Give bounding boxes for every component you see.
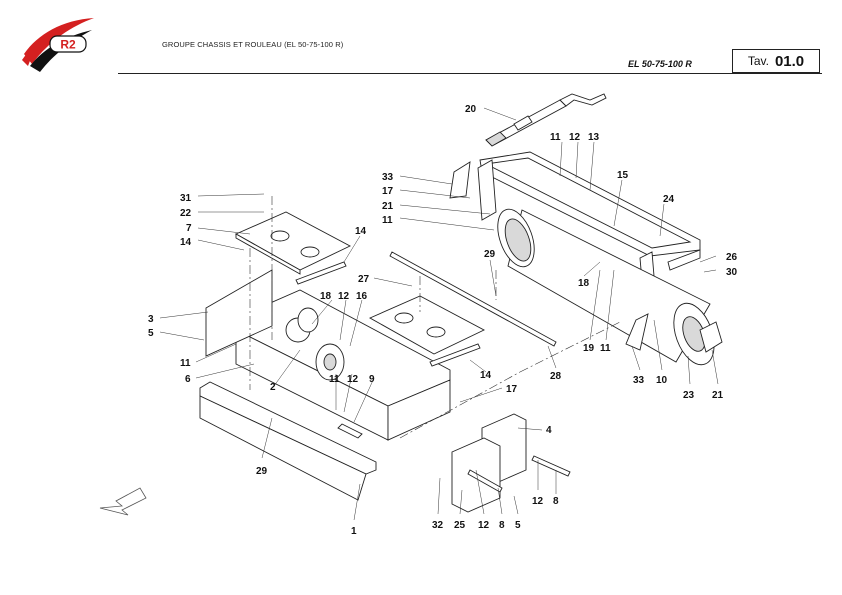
callout: 29 [484, 249, 496, 260]
callout: 32 [432, 520, 444, 531]
chassis-frame [205, 269, 451, 441]
callout: 15 [617, 170, 629, 181]
callout: 31 [180, 193, 192, 204]
upper-plate [234, 211, 351, 275]
callout: 14 [355, 226, 367, 237]
callout: 11 [180, 358, 191, 369]
roller-drum [497, 208, 723, 366]
header-rule [118, 73, 822, 74]
callout: 20 [465, 104, 477, 115]
callout: 19 [583, 343, 595, 354]
callout: 26 [726, 252, 738, 263]
callout-labels: 20 11 12 13 33 17 21 11 15 24 31 22 7 14… [148, 104, 738, 537]
leader-lines [159, 107, 719, 521]
roller-frame [477, 151, 701, 305]
model-label: EL 50-75-100 R [628, 59, 692, 69]
plate-label: Tav. [747, 54, 769, 68]
callout: 27 [358, 274, 370, 285]
callout: 4 [546, 425, 552, 436]
callout: 2 [270, 382, 276, 393]
strip-14b [429, 343, 481, 367]
bolt-8b [467, 469, 503, 493]
callout: 12 [478, 520, 490, 531]
callout: 5 [148, 328, 154, 339]
side-bracket-right [625, 313, 649, 351]
arrow-down-left-icon [99, 487, 147, 516]
callout: 14 [180, 237, 192, 248]
callout: 30 [726, 267, 738, 278]
strip-14a [295, 261, 347, 285]
callout: 25 [454, 520, 466, 531]
plate-number: 01.0 [774, 52, 805, 70]
spring-9 [337, 423, 363, 439]
callout: 23 [683, 390, 695, 401]
front-cover [199, 381, 377, 501]
callout: 21 [382, 201, 394, 212]
callout: 12 [347, 374, 359, 385]
callout: 18 [578, 278, 590, 289]
callout: 14 [480, 370, 492, 381]
callout: 11 [329, 374, 340, 385]
callout: 16 [356, 291, 368, 302]
middle-plate [368, 295, 485, 355]
callout: 12 [532, 496, 544, 507]
callout: 12 [338, 291, 350, 302]
callout: 6 [185, 374, 191, 385]
callout: 18 [320, 291, 332, 302]
bolt-8 [531, 455, 571, 477]
brand-logo: R2 [22, 18, 94, 72]
callout: 3 [148, 314, 154, 325]
callout: 24 [663, 194, 675, 205]
callout: 17 [382, 186, 394, 197]
side-bracket-top [449, 161, 471, 199]
callout: 10 [656, 375, 668, 386]
callout: 29 [256, 466, 268, 477]
callout: 8 [499, 520, 505, 531]
plate-box: Tav. 01.0 [732, 49, 820, 73]
document-title: GROUPE CHASSIS ET ROULEAU (EL 50-75-100 … [162, 40, 344, 49]
callout: 11 [550, 132, 561, 143]
callout: 9 [369, 374, 375, 385]
callout: 21 [712, 390, 724, 401]
callout: 28 [550, 371, 562, 382]
logo-text: R2 [60, 38, 76, 52]
callout: 33 [382, 172, 394, 183]
callout: 7 [186, 223, 192, 234]
callout: 22 [180, 208, 192, 219]
callout: 11 [600, 343, 611, 354]
callout: 13 [588, 132, 600, 143]
strip-28 [389, 251, 557, 347]
callout: 5 [515, 520, 521, 531]
callout: 11 [382, 215, 393, 226]
callout: 12 [569, 132, 581, 143]
callout: 17 [506, 384, 518, 395]
callout: 8 [553, 496, 559, 507]
callout: 1 [351, 526, 357, 537]
callout: 33 [633, 375, 645, 386]
handle-part [485, 93, 607, 147]
